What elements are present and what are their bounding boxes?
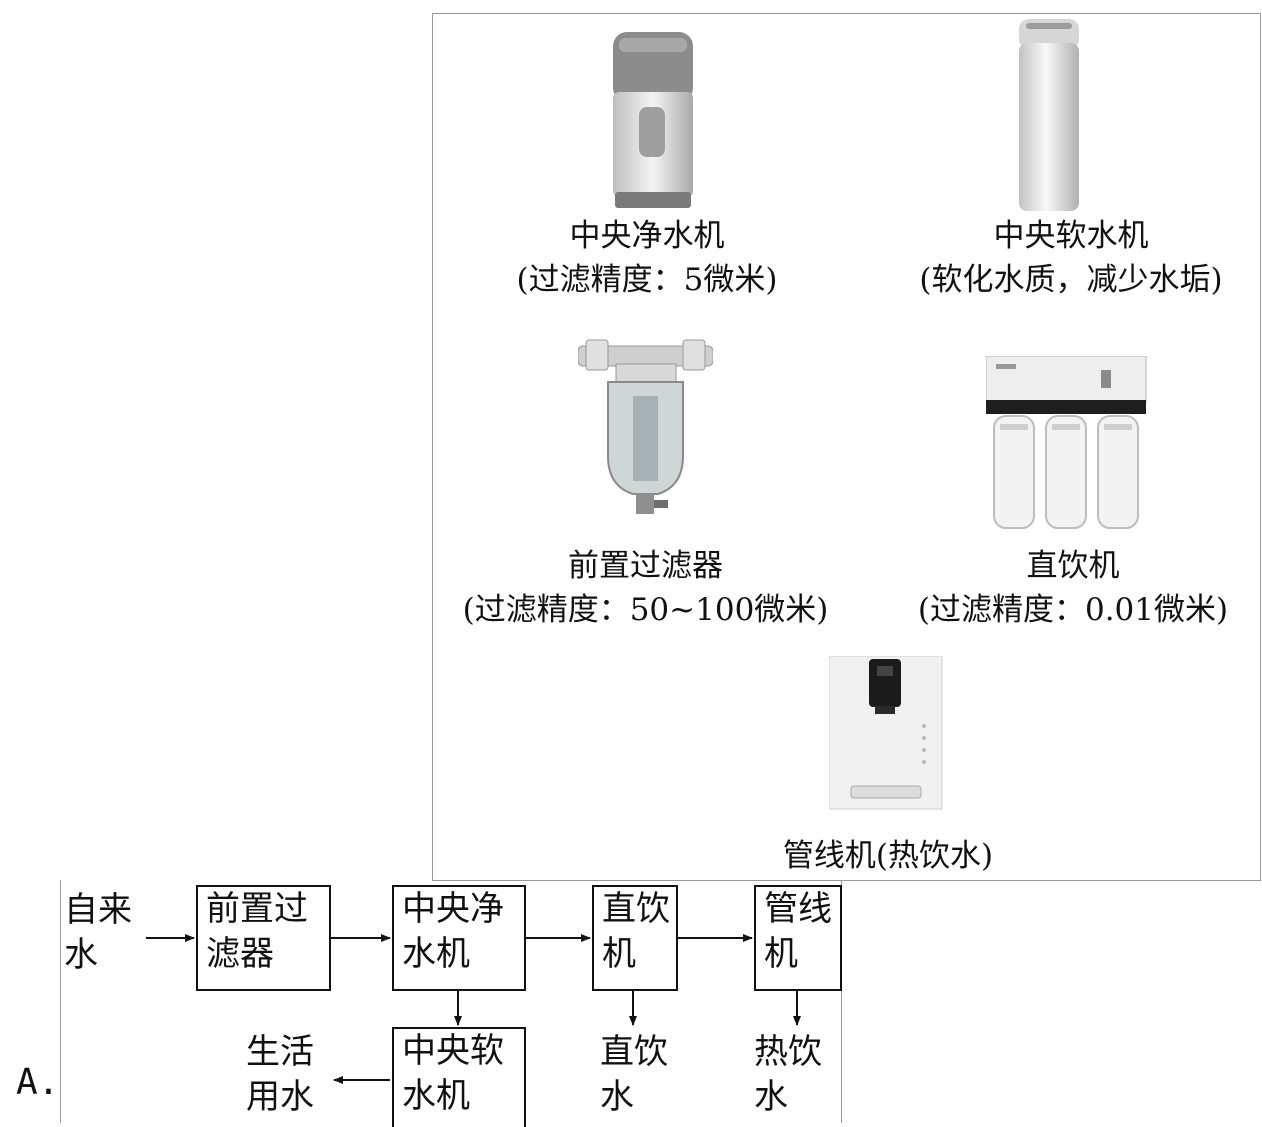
flow-hot-drinking-water-label: 热饮 水 [754,1032,822,1117]
pre-filter-caption: 前置过滤器 (过滤精度：50~100微米) [433,544,858,632]
flow-direct-drinking-water-label: 直饮 水 [600,1032,668,1117]
option-label: A. [16,1062,60,1103]
pipeline-machine-name: 管线机(热饮水) [782,838,994,874]
flow-central-purifier-box: 中央净 水机 [392,885,526,991]
pre-filter-image [578,339,713,514]
central-purifier-image [613,32,693,208]
central-softener-image [1019,19,1079,211]
flow-diagram: 自来 水 前置过 滤器 中央净 水机 直饮 机 管线 机 中央软 水机 生活 用… [60,880,842,1127]
pre-filter-spec: (过滤精度：50~100微米) [462,592,829,628]
flow-central-softener-box: 中央软 水机 [392,1027,526,1127]
central-purifier-caption: 中央净水机 (过滤精度：5微米) [487,214,807,302]
flow-pre-filter-box: 前置过 滤器 [196,885,331,991]
direct-drinker-name: 直饮机 [1026,548,1120,584]
flow-source-label: 自来 水 [64,890,132,975]
pipeline-machine-caption: 管线机(热饮水) [683,834,1093,878]
central-softener-spec: (软化水质，减少水垢) [919,262,1223,298]
central-purifier-spec: (过滤精度：5微米) [516,262,778,298]
pipeline-machine-image [829,656,943,810]
central-softener-name: 中央软水机 [993,218,1149,254]
pre-filter-name: 前置过滤器 [568,548,723,584]
flow-pipeline-machine-box: 管线 机 [754,885,842,991]
product-panel: 中央净水机 (过滤精度：5微米) 中央软水机 (软化水质，减少水垢) 前置过滤器… [432,13,1261,881]
direct-drinker-image [986,356,1147,529]
central-purifier-name: 中央净水机 [569,218,725,254]
direct-drinker-spec: (过滤精度：0.01微米) [917,592,1229,628]
flow-domestic-water-label: 生活 用水 [246,1032,314,1117]
flow-direct-drinker-box: 直饮 机 [592,885,678,991]
central-softener-caption: 中央软水机 (软化水质，减少水垢) [881,214,1261,302]
direct-drinker-caption: 直饮机 (过滤精度：0.01微米) [885,544,1261,632]
